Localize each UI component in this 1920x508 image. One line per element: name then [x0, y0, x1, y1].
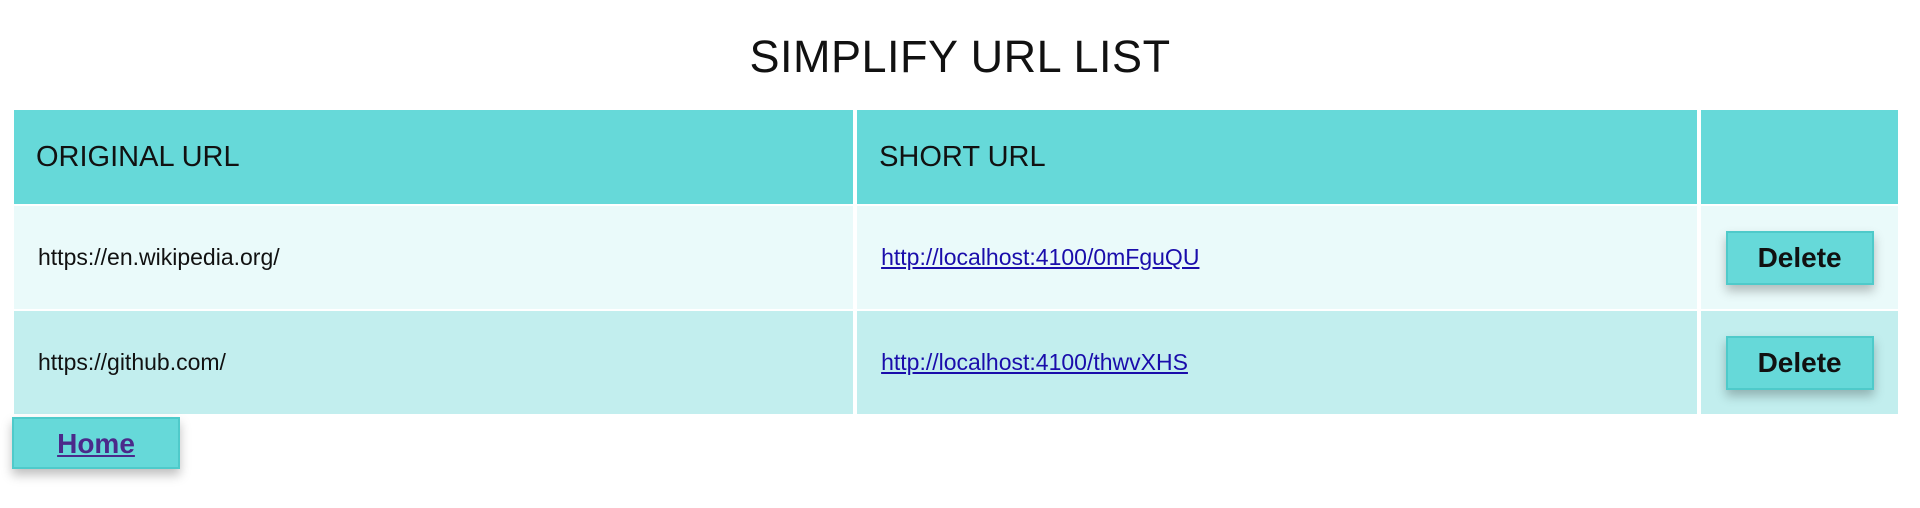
header-short-url: SHORT URL	[857, 110, 1698, 204]
action-cell: Delete	[1701, 309, 1898, 414]
short-url-link[interactable]: http://localhost:4100/0mFguQU	[881, 244, 1200, 270]
header-action	[1701, 110, 1898, 204]
table-row: https://github.com/ http://localhost:410…	[14, 309, 1898, 414]
url-table: ORIGINAL URL SHORT URL https://en.wikipe…	[10, 110, 1902, 414]
action-cell: Delete	[1701, 204, 1898, 309]
header-original-url: ORIGINAL URL	[14, 110, 854, 204]
table-row: https://en.wikipedia.org/ http://localho…	[14, 204, 1898, 309]
delete-button[interactable]: Delete	[1725, 335, 1874, 390]
short-url-link[interactable]: http://localhost:4100/thwvXHS	[881, 349, 1188, 375]
delete-button[interactable]: Delete	[1725, 230, 1874, 285]
short-url-cell: http://localhost:4100/thwvXHS	[857, 309, 1698, 414]
original-url-cell: https://en.wikipedia.org/	[14, 204, 854, 309]
short-url-cell: http://localhost:4100/0mFguQU	[857, 204, 1698, 309]
page-title: SIMPLIFY URL LIST	[749, 31, 1171, 82]
original-url-cell: https://github.com/	[14, 309, 854, 414]
table-header-row: ORIGINAL URL SHORT URL	[14, 110, 1898, 204]
home-button[interactable]: Home	[12, 417, 180, 469]
home-link[interactable]: Home	[57, 428, 135, 459]
